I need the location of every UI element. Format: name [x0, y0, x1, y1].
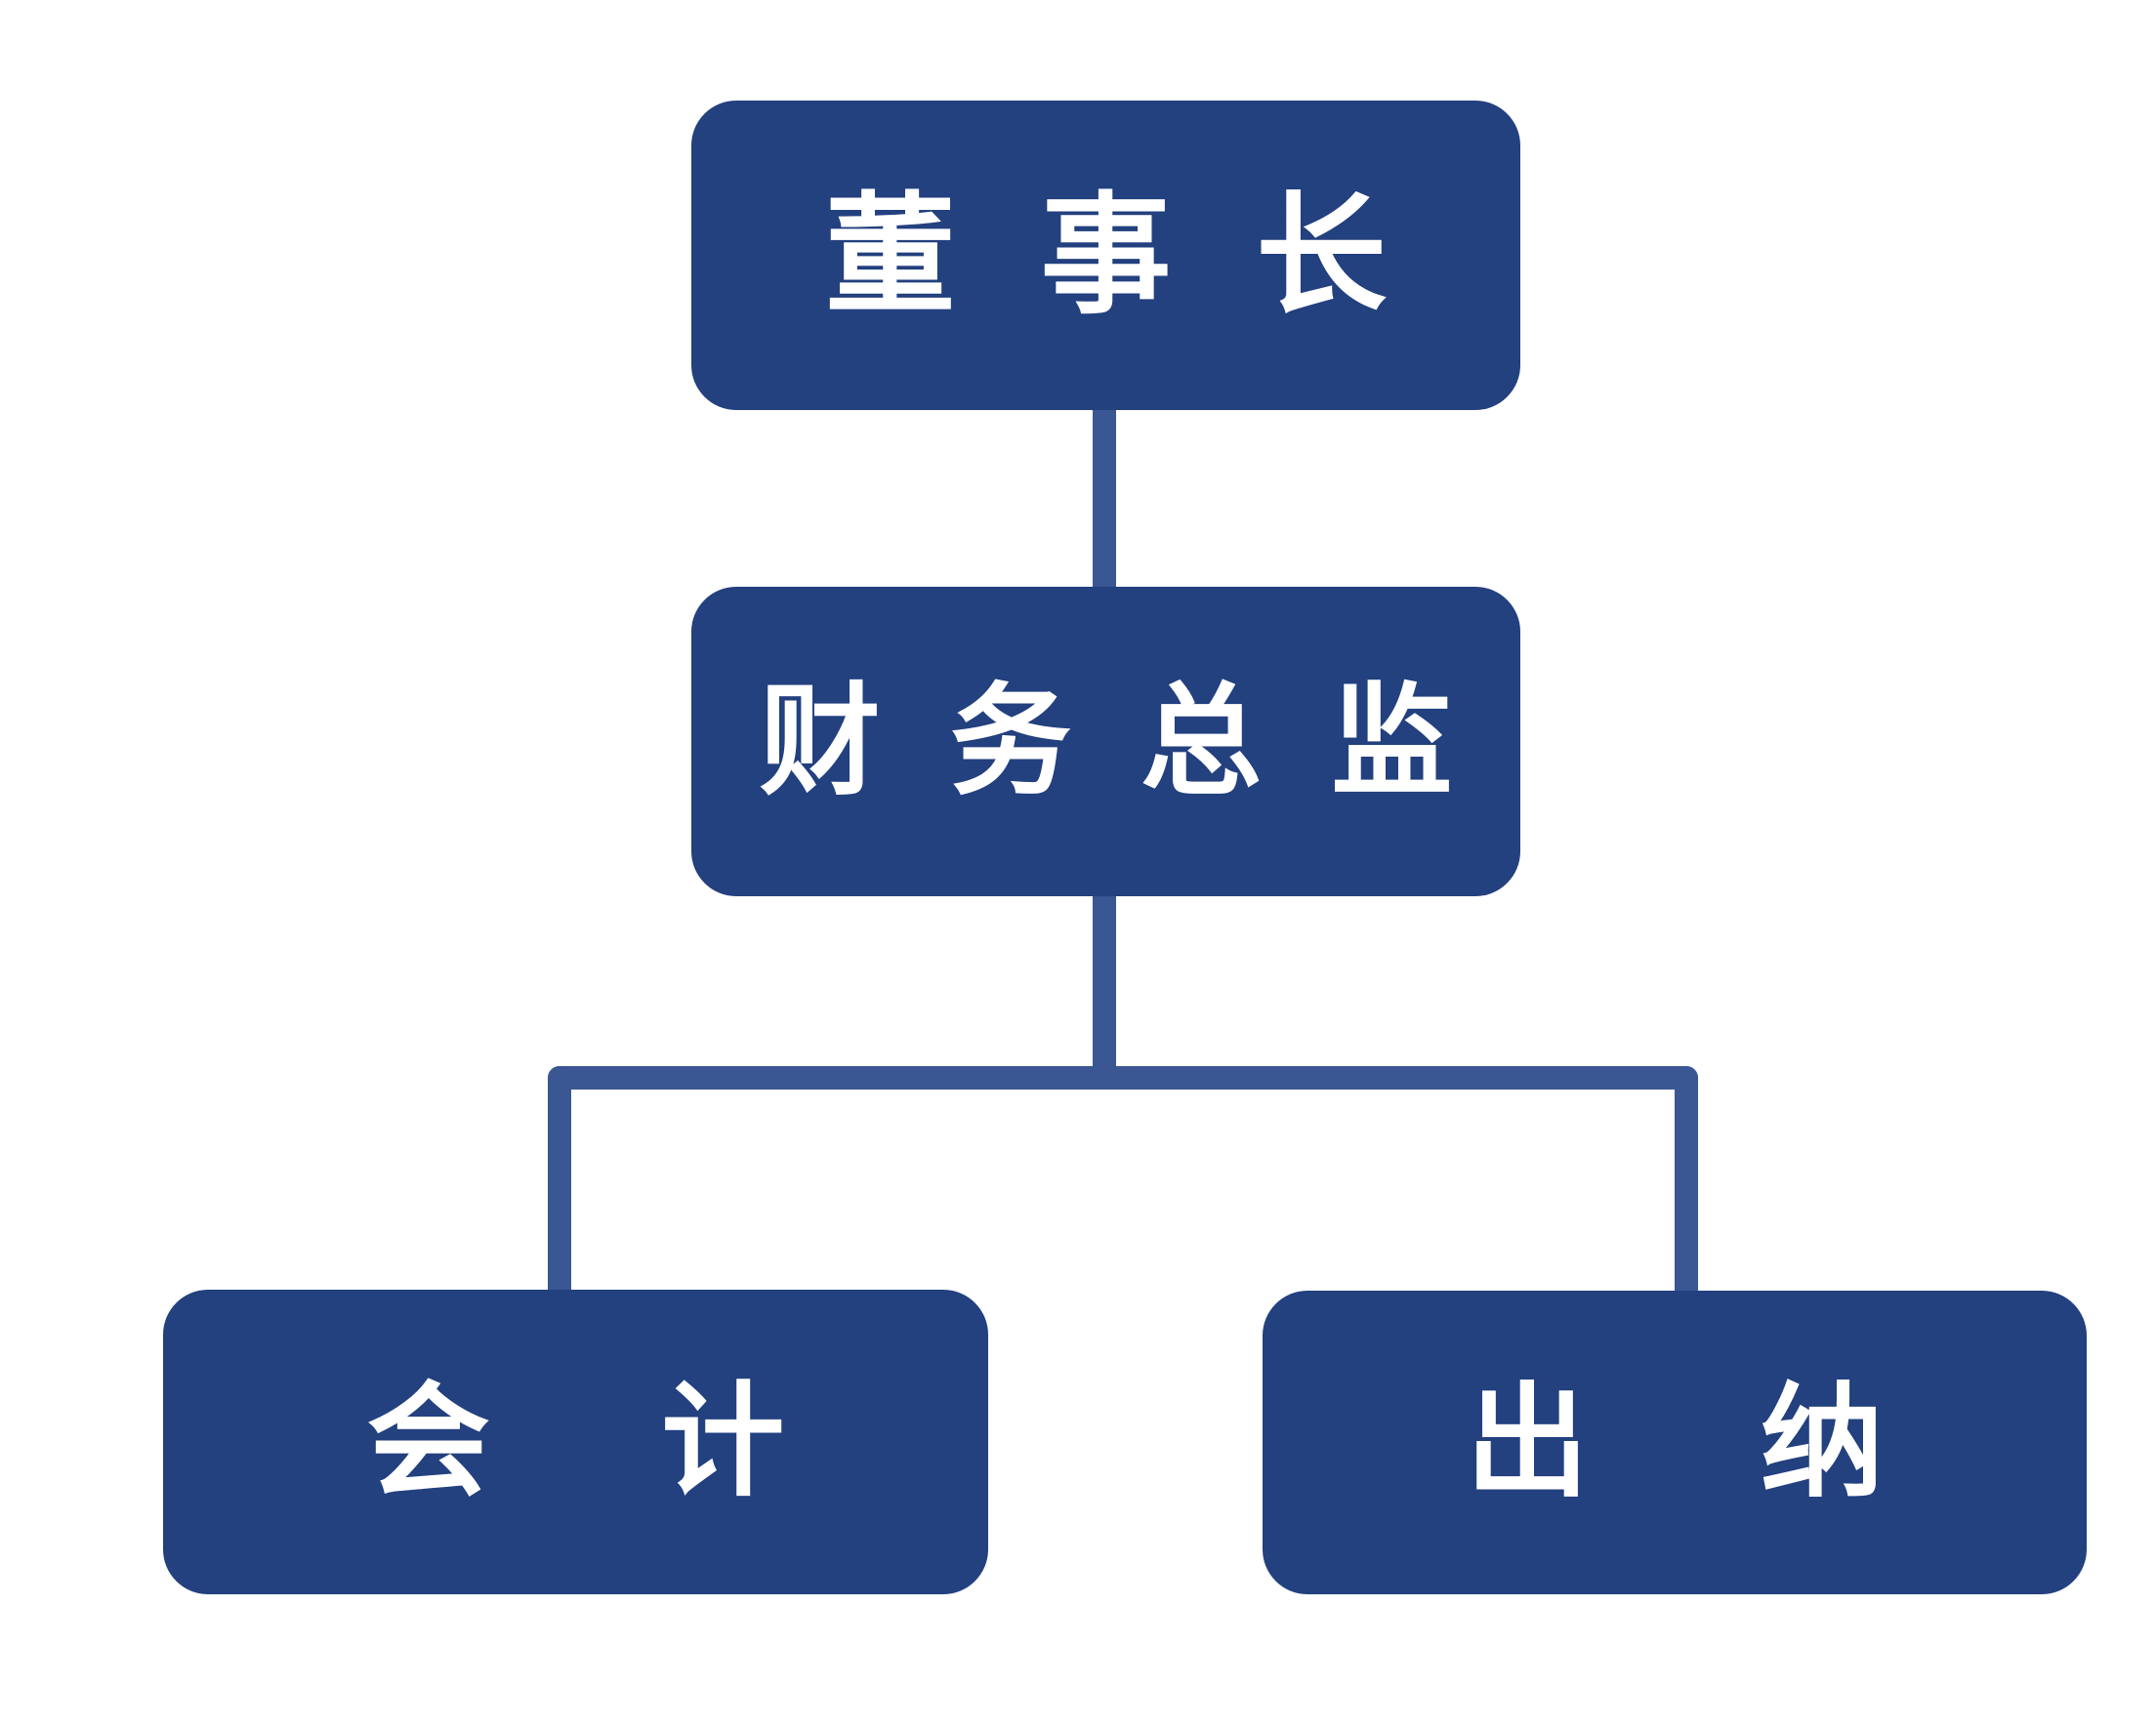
org-node-cashier-label: 出 纳 — [1466, 1370, 1948, 1514]
org-node-chairman[interactable]: 董 事 长 — [691, 101, 1520, 410]
org-node-accountant[interactable]: 会 计 — [163, 1290, 988, 1594]
org-node-accountant-label: 会 计 — [366, 1370, 850, 1513]
org-node-cashier[interactable]: 出 纳 — [1263, 1291, 2087, 1594]
org-node-cfo[interactable]: 财 务 总 监 — [691, 587, 1520, 896]
org-node-cfo-label: 财 务 总 监 — [759, 671, 1467, 812]
org-node-chairman-label: 董 事 长 — [824, 179, 1407, 332]
